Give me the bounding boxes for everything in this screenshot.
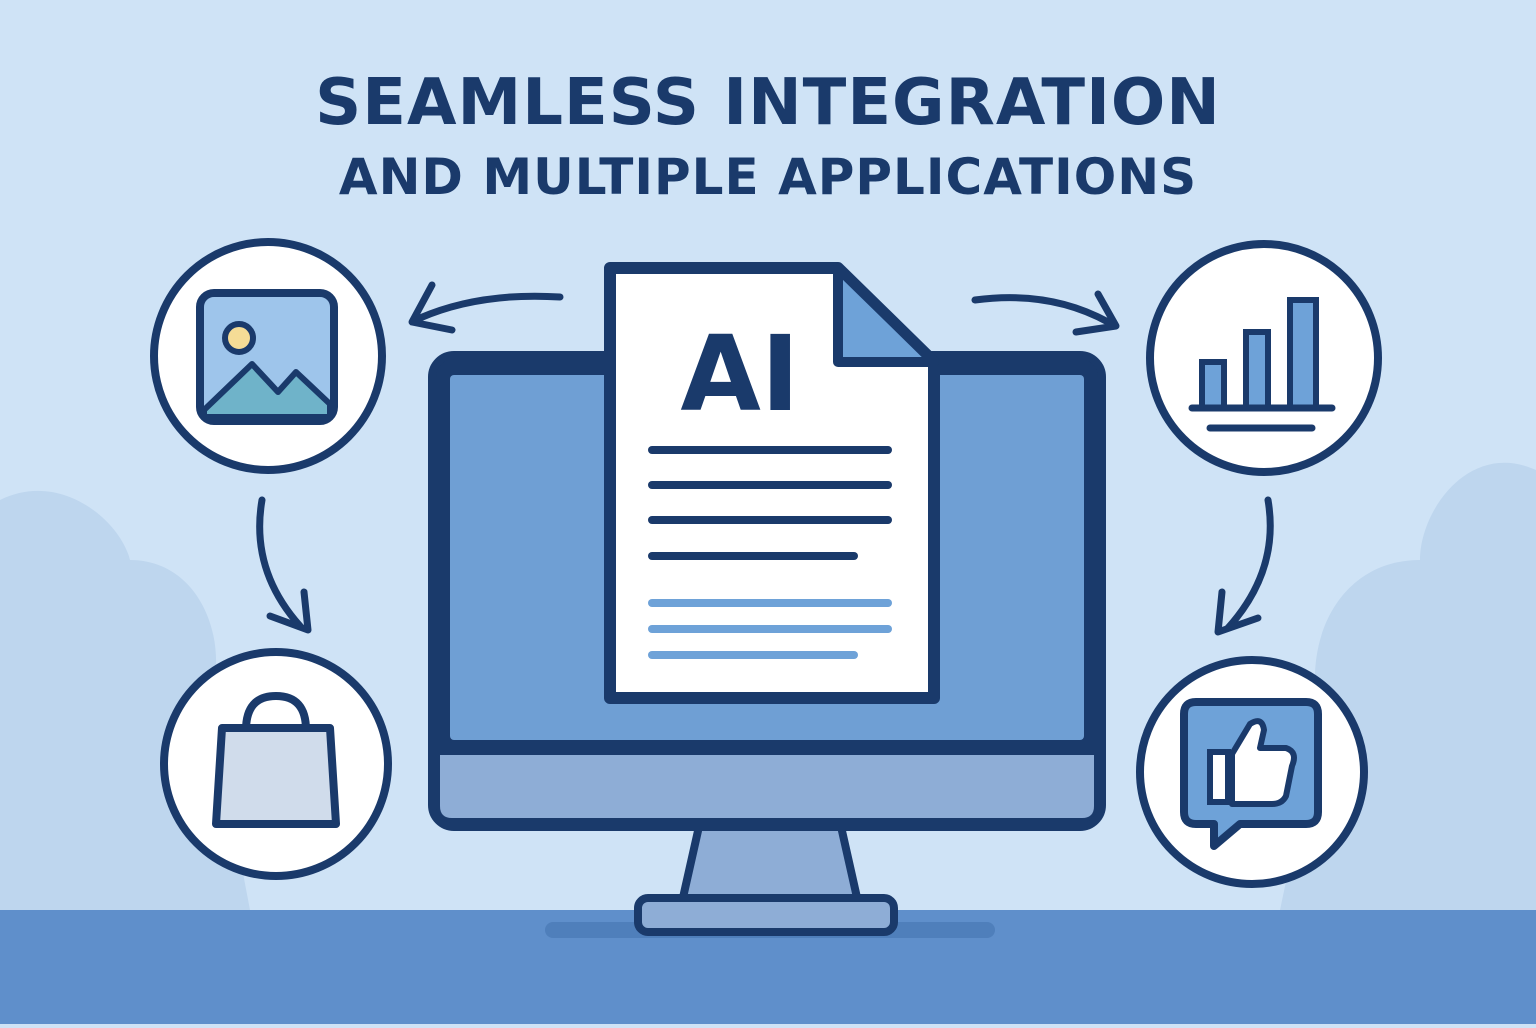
arrow-to-image-head bbox=[408, 281, 456, 334]
page-subtitle: AND MULTIPLE APPLICATIONS bbox=[338, 148, 1198, 206]
image-icon bbox=[150, 238, 386, 474]
flow-arrows bbox=[256, 281, 1274, 636]
page-title: SEAMLESS INTEGRATION bbox=[315, 66, 1221, 140]
arrow-to-chart bbox=[971, 294, 1112, 326]
arrow-chart-to-like-head bbox=[1214, 588, 1262, 636]
document-ai-label: AI bbox=[680, 313, 799, 435]
arrow-chart-to-like bbox=[1224, 496, 1274, 632]
document-text-lines bbox=[648, 446, 892, 659]
ai-document-icon: AI bbox=[604, 262, 940, 704]
arrow-image-to-bag bbox=[256, 496, 304, 630]
shopping-bag-icon bbox=[160, 648, 392, 880]
arrow-to-image bbox=[416, 292, 564, 322]
thumbs-up-message-icon bbox=[1136, 656, 1368, 888]
bar-chart-icon bbox=[1146, 240, 1382, 476]
arrow-to-chart-head bbox=[1072, 290, 1120, 336]
arrow-image-to-bag-head bbox=[266, 588, 312, 634]
